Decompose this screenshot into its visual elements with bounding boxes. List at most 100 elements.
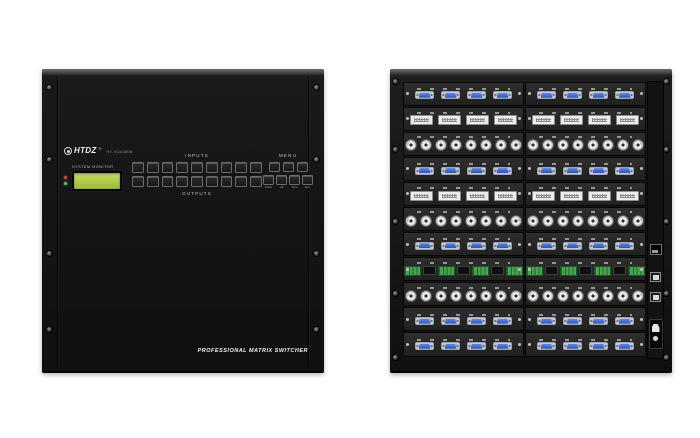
dvi-connector[interactable]: [532, 115, 555, 126]
vga-connector[interactable]: [441, 241, 460, 250]
bnc-connector[interactable]: [405, 290, 417, 303]
bnc-connector[interactable]: [632, 214, 644, 227]
vga-connector[interactable]: [615, 166, 634, 175]
bnc-connector[interactable]: [572, 214, 584, 227]
vga-connector[interactable]: [563, 166, 582, 175]
bnc-connector[interactable]: [495, 290, 507, 303]
dvi-connector[interactable]: [438, 115, 461, 126]
bnc-connector[interactable]: [450, 290, 462, 303]
dvi-connector[interactable]: [616, 115, 639, 126]
vga-connector[interactable]: [589, 91, 608, 100]
input-button-4[interactable]: [176, 161, 189, 173]
bnc-connector[interactable]: [587, 290, 599, 303]
dvi-connector[interactable]: [560, 115, 583, 126]
digital-port[interactable]: [613, 266, 626, 276]
vga-connector[interactable]: [441, 166, 460, 175]
bnc-connector[interactable]: [465, 214, 477, 227]
vga-connector[interactable]: [467, 317, 486, 326]
vga-connector[interactable]: [467, 342, 486, 351]
vga-connector[interactable]: [563, 342, 582, 351]
terminal-block-connector[interactable]: [438, 265, 455, 276]
menu-button-thru[interactable]: [289, 175, 300, 186]
vga-connector[interactable]: [493, 317, 512, 326]
bnc-connector[interactable]: [465, 290, 477, 303]
vga-connector[interactable]: [589, 342, 608, 351]
bnc-connector[interactable]: [420, 214, 432, 227]
bnc-connector[interactable]: [510, 290, 522, 303]
bnc-connector[interactable]: [495, 214, 507, 227]
bnc-connector[interactable]: [542, 290, 554, 303]
bnc-connector[interactable]: [465, 139, 477, 152]
vga-connector[interactable]: [415, 241, 434, 250]
bnc-connector[interactable]: [542, 139, 554, 152]
menu-button-all[interactable]: [276, 175, 287, 186]
bnc-connector[interactable]: [602, 139, 614, 152]
bnc-connector[interactable]: [572, 139, 584, 152]
bnc-connector[interactable]: [420, 290, 432, 303]
bnc-connector[interactable]: [632, 290, 644, 303]
input-button-6[interactable]: [205, 161, 218, 173]
serial-port[interactable]: [650, 292, 661, 302]
bnc-connector[interactable]: [450, 139, 462, 152]
vga-connector[interactable]: [615, 241, 634, 250]
bnc-connector[interactable]: [480, 290, 492, 303]
lan-port[interactable]: [649, 244, 662, 255]
bnc-connector[interactable]: [602, 214, 614, 227]
dvi-connector[interactable]: [410, 115, 433, 126]
vga-connector[interactable]: [415, 342, 434, 351]
vga-connector[interactable]: [615, 91, 634, 100]
bnc-connector[interactable]: [405, 214, 417, 227]
input-button-7[interactable]: [220, 161, 233, 173]
input-button-5[interactable]: [191, 161, 203, 173]
bnc-connector[interactable]: [557, 214, 569, 227]
vga-connector[interactable]: [493, 91, 512, 100]
bnc-connector[interactable]: [572, 290, 584, 303]
input-button-2[interactable]: [146, 161, 159, 173]
terminal-block-connector[interactable]: [560, 265, 577, 276]
vga-connector[interactable]: [615, 342, 634, 351]
vga-connector[interactable]: [563, 241, 582, 250]
vga-connector[interactable]: [563, 91, 582, 100]
usb-port[interactable]: [650, 272, 661, 282]
vga-connector[interactable]: [493, 241, 512, 250]
input-button-9[interactable]: [250, 161, 263, 173]
bnc-connector[interactable]: [435, 139, 447, 152]
terminal-block-connector[interactable]: [472, 265, 489, 276]
vga-connector[interactable]: [467, 241, 486, 250]
vga-connector[interactable]: [537, 241, 556, 250]
dvi-connector[interactable]: [438, 190, 461, 201]
output-button-7[interactable]: [220, 176, 233, 188]
output-button-8[interactable]: [235, 176, 248, 188]
bnc-connector[interactable]: [510, 214, 522, 227]
vga-connector[interactable]: [441, 91, 460, 100]
output-button-3[interactable]: [161, 176, 174, 188]
vga-connector[interactable]: [415, 166, 434, 175]
output-button-2[interactable]: [146, 176, 159, 188]
vga-connector[interactable]: [493, 166, 512, 175]
input-button-3[interactable]: [161, 161, 174, 173]
vga-connector[interactable]: [415, 91, 434, 100]
bnc-connector[interactable]: [542, 214, 554, 227]
vga-connector[interactable]: [441, 342, 460, 351]
terminal-block-connector[interactable]: [594, 265, 611, 276]
bnc-connector[interactable]: [557, 139, 569, 152]
terminal-block-connector[interactable]: [506, 265, 523, 276]
menu-button-enter[interactable]: [263, 175, 274, 186]
dvi-connector[interactable]: [588, 190, 611, 201]
power-inlet[interactable]: [648, 319, 663, 349]
bnc-connector[interactable]: [617, 214, 629, 227]
dvi-connector[interactable]: [494, 115, 517, 126]
output-button-4[interactable]: [176, 176, 189, 188]
digital-port[interactable]: [579, 266, 592, 276]
output-button-5[interactable]: [191, 176, 203, 188]
bnc-connector[interactable]: [602, 290, 614, 303]
output-button-1[interactable]: [131, 176, 144, 188]
dvi-connector[interactable]: [560, 190, 583, 201]
dvi-connector[interactable]: [588, 115, 611, 126]
digital-port[interactable]: [457, 266, 470, 276]
vga-connector[interactable]: [467, 91, 486, 100]
vga-connector[interactable]: [615, 317, 634, 326]
terminal-block-connector[interactable]: [628, 265, 645, 276]
bnc-connector[interactable]: [527, 290, 539, 303]
bnc-connector[interactable]: [557, 290, 569, 303]
